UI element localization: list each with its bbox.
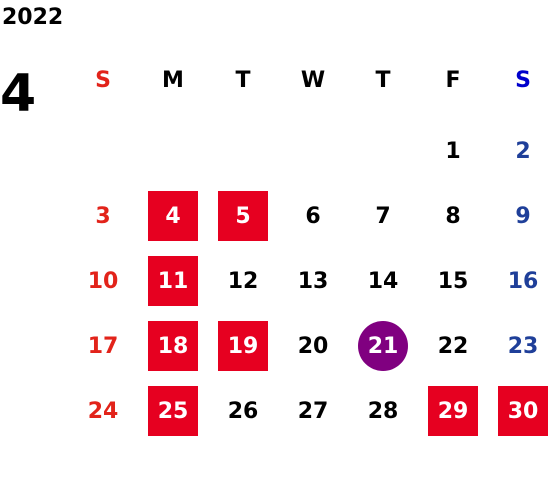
- day-cell-13[interactable]: 13: [297, 268, 329, 294]
- day-cell-16[interactable]: 16: [507, 268, 539, 294]
- day-cell-1[interactable]: 1: [445, 138, 461, 164]
- day-cell-19[interactable]: 19: [218, 321, 268, 371]
- weekday-header-5: F: [445, 68, 461, 93]
- day-cell-26[interactable]: 26: [227, 398, 259, 424]
- weekday-header-2: T: [235, 68, 251, 93]
- day-cell-7[interactable]: 7: [375, 203, 391, 229]
- weekday-header-1: M: [162, 68, 184, 93]
- day-cell-27[interactable]: 27: [297, 398, 329, 424]
- day-cell-4[interactable]: 4: [148, 191, 198, 241]
- day-cell-20[interactable]: 20: [297, 333, 329, 359]
- day-cell-18[interactable]: 18: [148, 321, 198, 371]
- weekday-header-3: W: [300, 68, 326, 93]
- day-cell-28[interactable]: 28: [367, 398, 399, 424]
- day-cell-25[interactable]: 25: [148, 386, 198, 436]
- day-cell-17[interactable]: 17: [87, 333, 119, 359]
- day-cell-6[interactable]: 6: [305, 203, 321, 229]
- day-cell-15[interactable]: 15: [437, 268, 469, 294]
- calendar-month: 4: [0, 64, 37, 124]
- day-cell-11[interactable]: 11: [148, 256, 198, 306]
- calendar-year: 2022: [2, 5, 64, 30]
- day-cell-29[interactable]: 29: [428, 386, 478, 436]
- day-cell-12[interactable]: 12: [227, 268, 259, 294]
- day-cell-5[interactable]: 5: [218, 191, 268, 241]
- day-cell-3[interactable]: 3: [95, 203, 111, 229]
- day-cell-30[interactable]: 30: [498, 386, 548, 436]
- day-cell-2[interactable]: 2: [515, 138, 531, 164]
- day-cell-23[interactable]: 23: [507, 333, 539, 359]
- day-cell-14[interactable]: 14: [367, 268, 399, 294]
- weekday-header-0: S: [95, 68, 111, 93]
- day-cell-8[interactable]: 8: [445, 203, 461, 229]
- day-cell-10[interactable]: 10: [87, 268, 119, 294]
- day-cell-21[interactable]: 21: [358, 321, 408, 371]
- day-cell-24[interactable]: 24: [87, 398, 119, 424]
- day-cell-9[interactable]: 9: [515, 203, 531, 229]
- day-cell-22[interactable]: 22: [437, 333, 469, 359]
- weekday-header-4: T: [375, 68, 391, 93]
- weekday-header-6: S: [515, 68, 531, 93]
